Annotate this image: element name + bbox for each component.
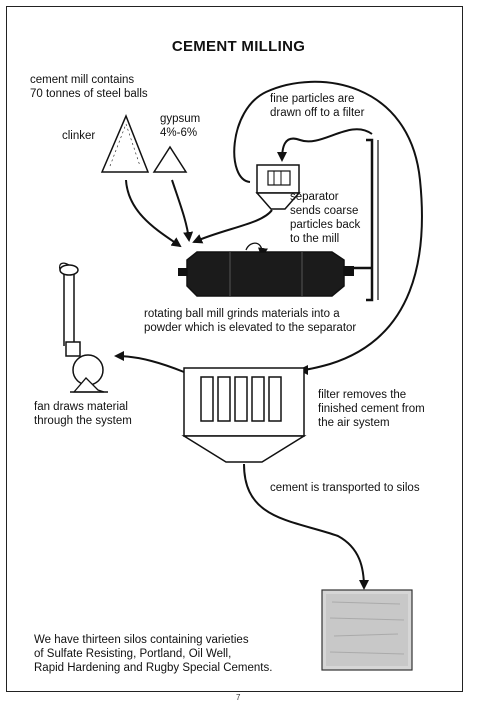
fan-label: fan draws material through the system <box>34 401 132 427</box>
bucket-elevator <box>354 138 374 302</box>
gypsum-pile <box>152 145 188 173</box>
fine-particles-arrow <box>233 80 423 375</box>
separator <box>255 164 301 210</box>
page-number: 7 <box>236 693 241 702</box>
fine-particles-label: fine particles are drawn off to a filter <box>270 93 365 119</box>
transport-label: cement is transported to silos <box>270 482 420 494</box>
gypsum-feed-arrow <box>171 179 194 242</box>
ball-mill-label: rotating ball mill grinds materials into… <box>144 308 357 334</box>
ball-mill <box>178 251 354 297</box>
diagram-title: CEMENT MILLING <box>171 38 306 55</box>
filter-to-fan-arrow <box>114 351 185 373</box>
silo <box>321 589 413 671</box>
filter-unit <box>181 367 307 463</box>
silos-note: We have thirteen silos containing variet… <box>34 634 273 674</box>
filter-label: filter removes the finished cement from … <box>318 389 425 429</box>
elevator-to-separator-arrow <box>277 128 373 162</box>
fan <box>59 262 108 393</box>
filter-to-silo-arrow <box>243 463 369 590</box>
clinker-feed-arrow <box>125 179 182 248</box>
page-border <box>6 6 463 692</box>
gypsum-label: gypsum 4%-6% <box>160 113 201 139</box>
clinker-pile <box>100 114 150 173</box>
separator-label: separator sends coarse particles back to… <box>290 191 361 245</box>
mill-contains-label: cement mill contains 70 tonnes of steel … <box>30 74 148 100</box>
coarse-return-arrow <box>192 209 273 244</box>
clinker-label: clinker <box>62 130 96 142</box>
